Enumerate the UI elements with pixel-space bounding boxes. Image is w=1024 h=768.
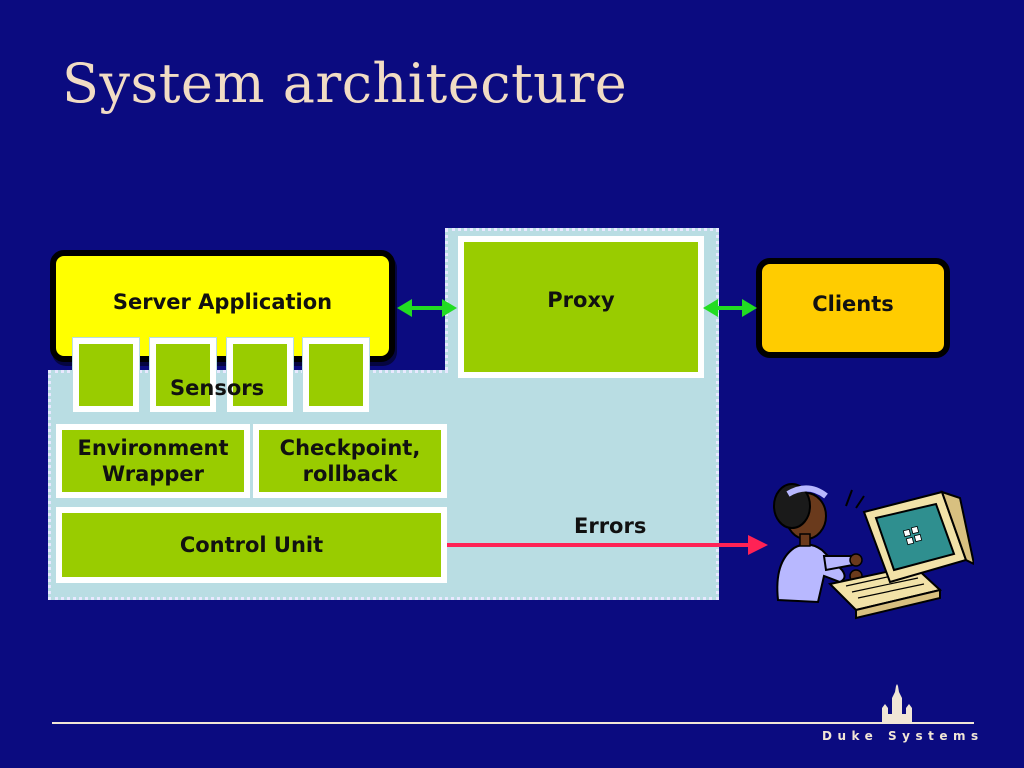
environment-wrapper-box[interactable]: Environment Wrapper bbox=[56, 424, 250, 498]
environment-wrapper-label: Environment Wrapper bbox=[77, 435, 229, 486]
sensors-label: Sensors bbox=[170, 376, 265, 400]
slide-title: System architecture bbox=[62, 52, 628, 115]
proxy-box[interactable]: Proxy bbox=[458, 236, 704, 378]
server-application-label: Server Application bbox=[112, 289, 333, 314]
sensor-box[interactable] bbox=[303, 338, 369, 412]
footer-divider bbox=[52, 722, 974, 724]
control-unit-label: Control Unit bbox=[179, 532, 324, 557]
checkpoint-rollback-label: Checkpoint, rollback bbox=[279, 435, 421, 486]
duke-chapel-icon bbox=[882, 684, 912, 724]
sensor-box[interactable] bbox=[73, 338, 139, 412]
person-at-computer-icon bbox=[773, 483, 974, 620]
proxy-clients-double-arrow bbox=[703, 299, 757, 317]
server-proxy-double-arrow bbox=[397, 299, 457, 317]
errors-label: Errors bbox=[574, 514, 647, 538]
sensor-box[interactable] bbox=[227, 338, 293, 412]
errors-arrow bbox=[447, 535, 768, 555]
footer-brand: Duke Systems bbox=[822, 729, 984, 743]
clients-box[interactable]: Clients bbox=[756, 258, 950, 358]
checkpoint-rollback-box[interactable]: Checkpoint, rollback bbox=[253, 424, 447, 498]
clients-label: Clients bbox=[812, 291, 894, 316]
sensor-box[interactable] bbox=[150, 338, 216, 412]
control-unit-box[interactable]: Control Unit bbox=[56, 507, 447, 583]
proxy-label: Proxy bbox=[547, 287, 615, 312]
